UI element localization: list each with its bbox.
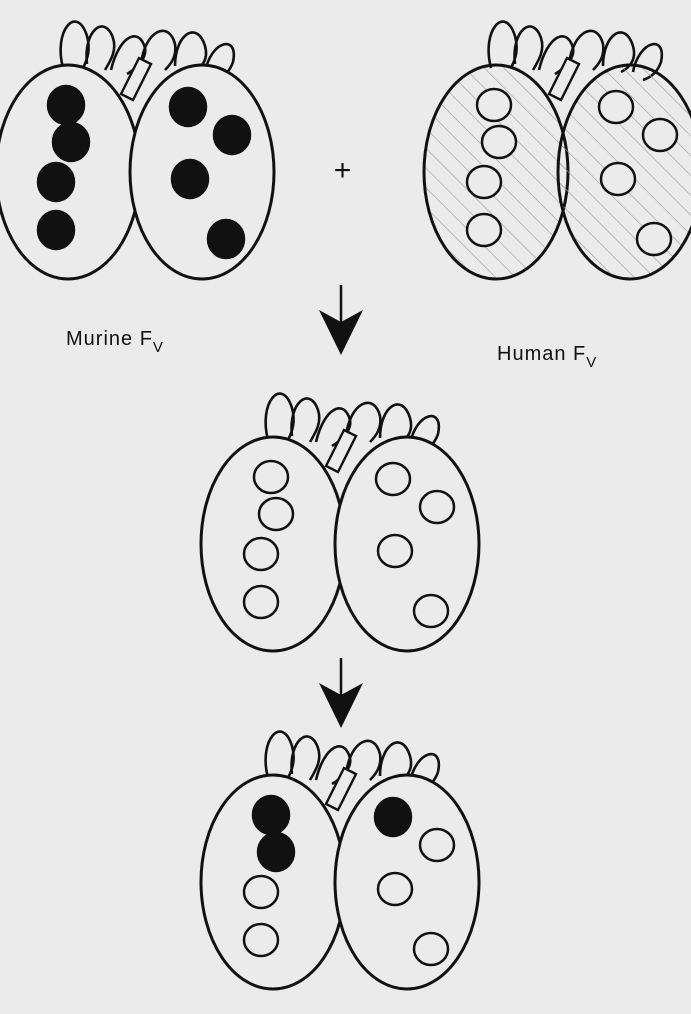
murine-residue (253, 796, 289, 834)
human-fv-label-subscript: V (586, 354, 597, 371)
murine-residue (48, 86, 84, 124)
cdr-loop (292, 737, 320, 780)
human-residue (244, 538, 278, 570)
murine-residue (375, 798, 411, 836)
human-residue (244, 924, 278, 956)
murine-residue (258, 833, 294, 871)
human-residue (254, 461, 288, 493)
intermediate-fv-domain (201, 394, 479, 651)
human-residue (637, 223, 671, 255)
cdr-loop (489, 22, 517, 68)
cdr-loop (549, 58, 579, 100)
human-residue (467, 166, 501, 198)
cdr-loop (266, 394, 294, 440)
human-residue (420, 829, 454, 861)
murine-residue (38, 211, 74, 249)
murine-residue (214, 116, 250, 154)
plus-sign: + (334, 154, 353, 187)
murine-fv-label-subscript: V (153, 339, 164, 356)
human-residue (378, 535, 412, 567)
murine-residue (170, 88, 206, 126)
human-residue (643, 119, 677, 151)
human-residue (477, 89, 511, 121)
cdr-loop (326, 430, 356, 472)
murine-residue (38, 163, 74, 201)
arrow-down-icon (319, 285, 363, 355)
human-fv-label-text: Human F (497, 343, 586, 365)
cdr-loop (292, 399, 320, 442)
human-residue (420, 491, 454, 523)
murine-fv-label: Murine FV (66, 328, 164, 356)
cdr-loop (121, 58, 151, 100)
murine-residue (172, 160, 208, 198)
murine-residue (53, 123, 89, 161)
human-residue (376, 463, 410, 495)
human-residue (414, 595, 448, 627)
human-fv-label: Human FV (497, 343, 597, 371)
human-residue (378, 873, 412, 905)
human-residue (482, 126, 516, 158)
cdr-loop (87, 27, 115, 70)
cdr-loop (61, 22, 89, 68)
final-humanized-fv-domain (201, 732, 479, 989)
cdr-loop (515, 27, 543, 70)
human-residue (467, 214, 501, 246)
human-residue (244, 876, 278, 908)
murine-fv-domain (0, 22, 274, 279)
human-residue (599, 91, 633, 123)
cdr-loop (266, 732, 294, 778)
human-fv-domain (424, 22, 691, 279)
arrow-down-icon (319, 658, 363, 728)
murine-residue (208, 220, 244, 258)
murine-fv-label-text: Murine F (66, 328, 153, 350)
human-residue (601, 163, 635, 195)
human-residue (244, 586, 278, 618)
cdr-loop (326, 768, 356, 810)
human-residue (259, 498, 293, 530)
human-residue (414, 933, 448, 965)
